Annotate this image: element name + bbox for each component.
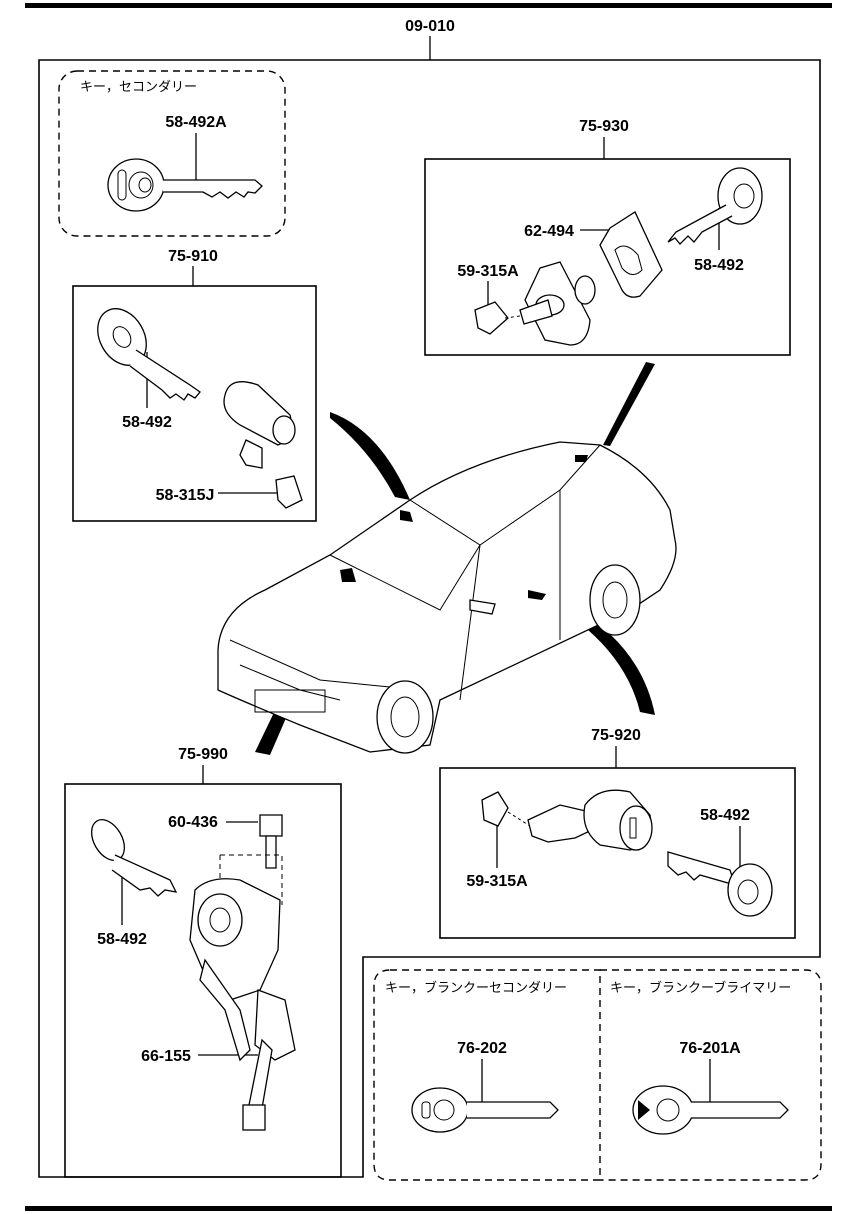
part-label-58-492: 58-492 (694, 257, 744, 274)
part-label-58-315J: 58-315J (156, 487, 215, 504)
main-part-label: 09-010 (405, 18, 455, 35)
clip-icon (474, 301, 509, 335)
part-label-58-492: 58-492 (700, 807, 750, 824)
clip-icon (275, 475, 303, 509)
part-label-62-494: 62-494 (524, 223, 574, 240)
key-icon (667, 167, 763, 245)
bracket-icon (527, 804, 593, 843)
main-assembly-frame (38, 59, 821, 1178)
vehicle-illustration (217, 362, 677, 755)
key-secondary-group: キー，セコンダリー 58-492A (58, 70, 286, 237)
key-secondary-title: キー，セコンダリー (80, 80, 197, 95)
key-blank-icon (632, 1085, 789, 1135)
blank-primary-title: キー，ブランクーブライマリー (610, 980, 791, 996)
bottom-rule (25, 1206, 832, 1211)
assembly-label-75-990: 75-990 (178, 746, 228, 763)
bolt-icon (259, 814, 283, 869)
part-label-66-155: 66-155 (141, 1048, 191, 1065)
part-label-58-492: 58-492 (122, 414, 172, 431)
blank-secondary-box (373, 969, 601, 1181)
clip-icon (481, 791, 509, 827)
part-label-76-201A: 76-201A (679, 1040, 741, 1057)
part-label-58-492A: 58-492A (165, 114, 227, 131)
group-75-990: 75-990 60-436 58-492 66-155 (64, 746, 342, 1178)
gasket-icon (599, 211, 663, 298)
key-blank-icon (411, 1087, 559, 1133)
key-icon (90, 819, 178, 897)
part-label-59-315A: 59-315A (466, 873, 528, 890)
assembly-label-75-920: 75-920 (591, 727, 641, 744)
blank-secondary-title: キー，ブランクーセコンダリー (385, 980, 567, 996)
part-label-59-315A: 59-315A (457, 263, 519, 280)
group-75-910: 75-910 58-492 58-315J (72, 248, 317, 522)
steering-lock-icon (189, 878, 296, 1131)
assembly-label-75-910: 75-910 (168, 248, 218, 265)
top-rule (25, 3, 832, 8)
blank-primary-group: キー，ブランクーブライマリー 76-201A (610, 980, 791, 1135)
key-icon (667, 851, 773, 917)
lock-cylinder-icon (583, 789, 653, 851)
key-icon (97, 308, 201, 401)
group-75-920: 75-920 58-492 59-315A (439, 727, 796, 939)
lock-cylinder-icon (223, 381, 296, 469)
part-label-76-202: 76-202 (457, 1040, 507, 1057)
key-icon (107, 158, 263, 212)
part-label-58-492: 58-492 (97, 931, 147, 948)
assembly-label-75-930: 75-930 (579, 118, 629, 135)
part-label-60-436: 60-436 (168, 814, 218, 831)
blank-secondary-group: キー，ブランクーセコンダリー 76-202 (385, 980, 567, 1133)
group-75-930: 75-930 62-494 59-315A 58-492 (424, 118, 791, 356)
